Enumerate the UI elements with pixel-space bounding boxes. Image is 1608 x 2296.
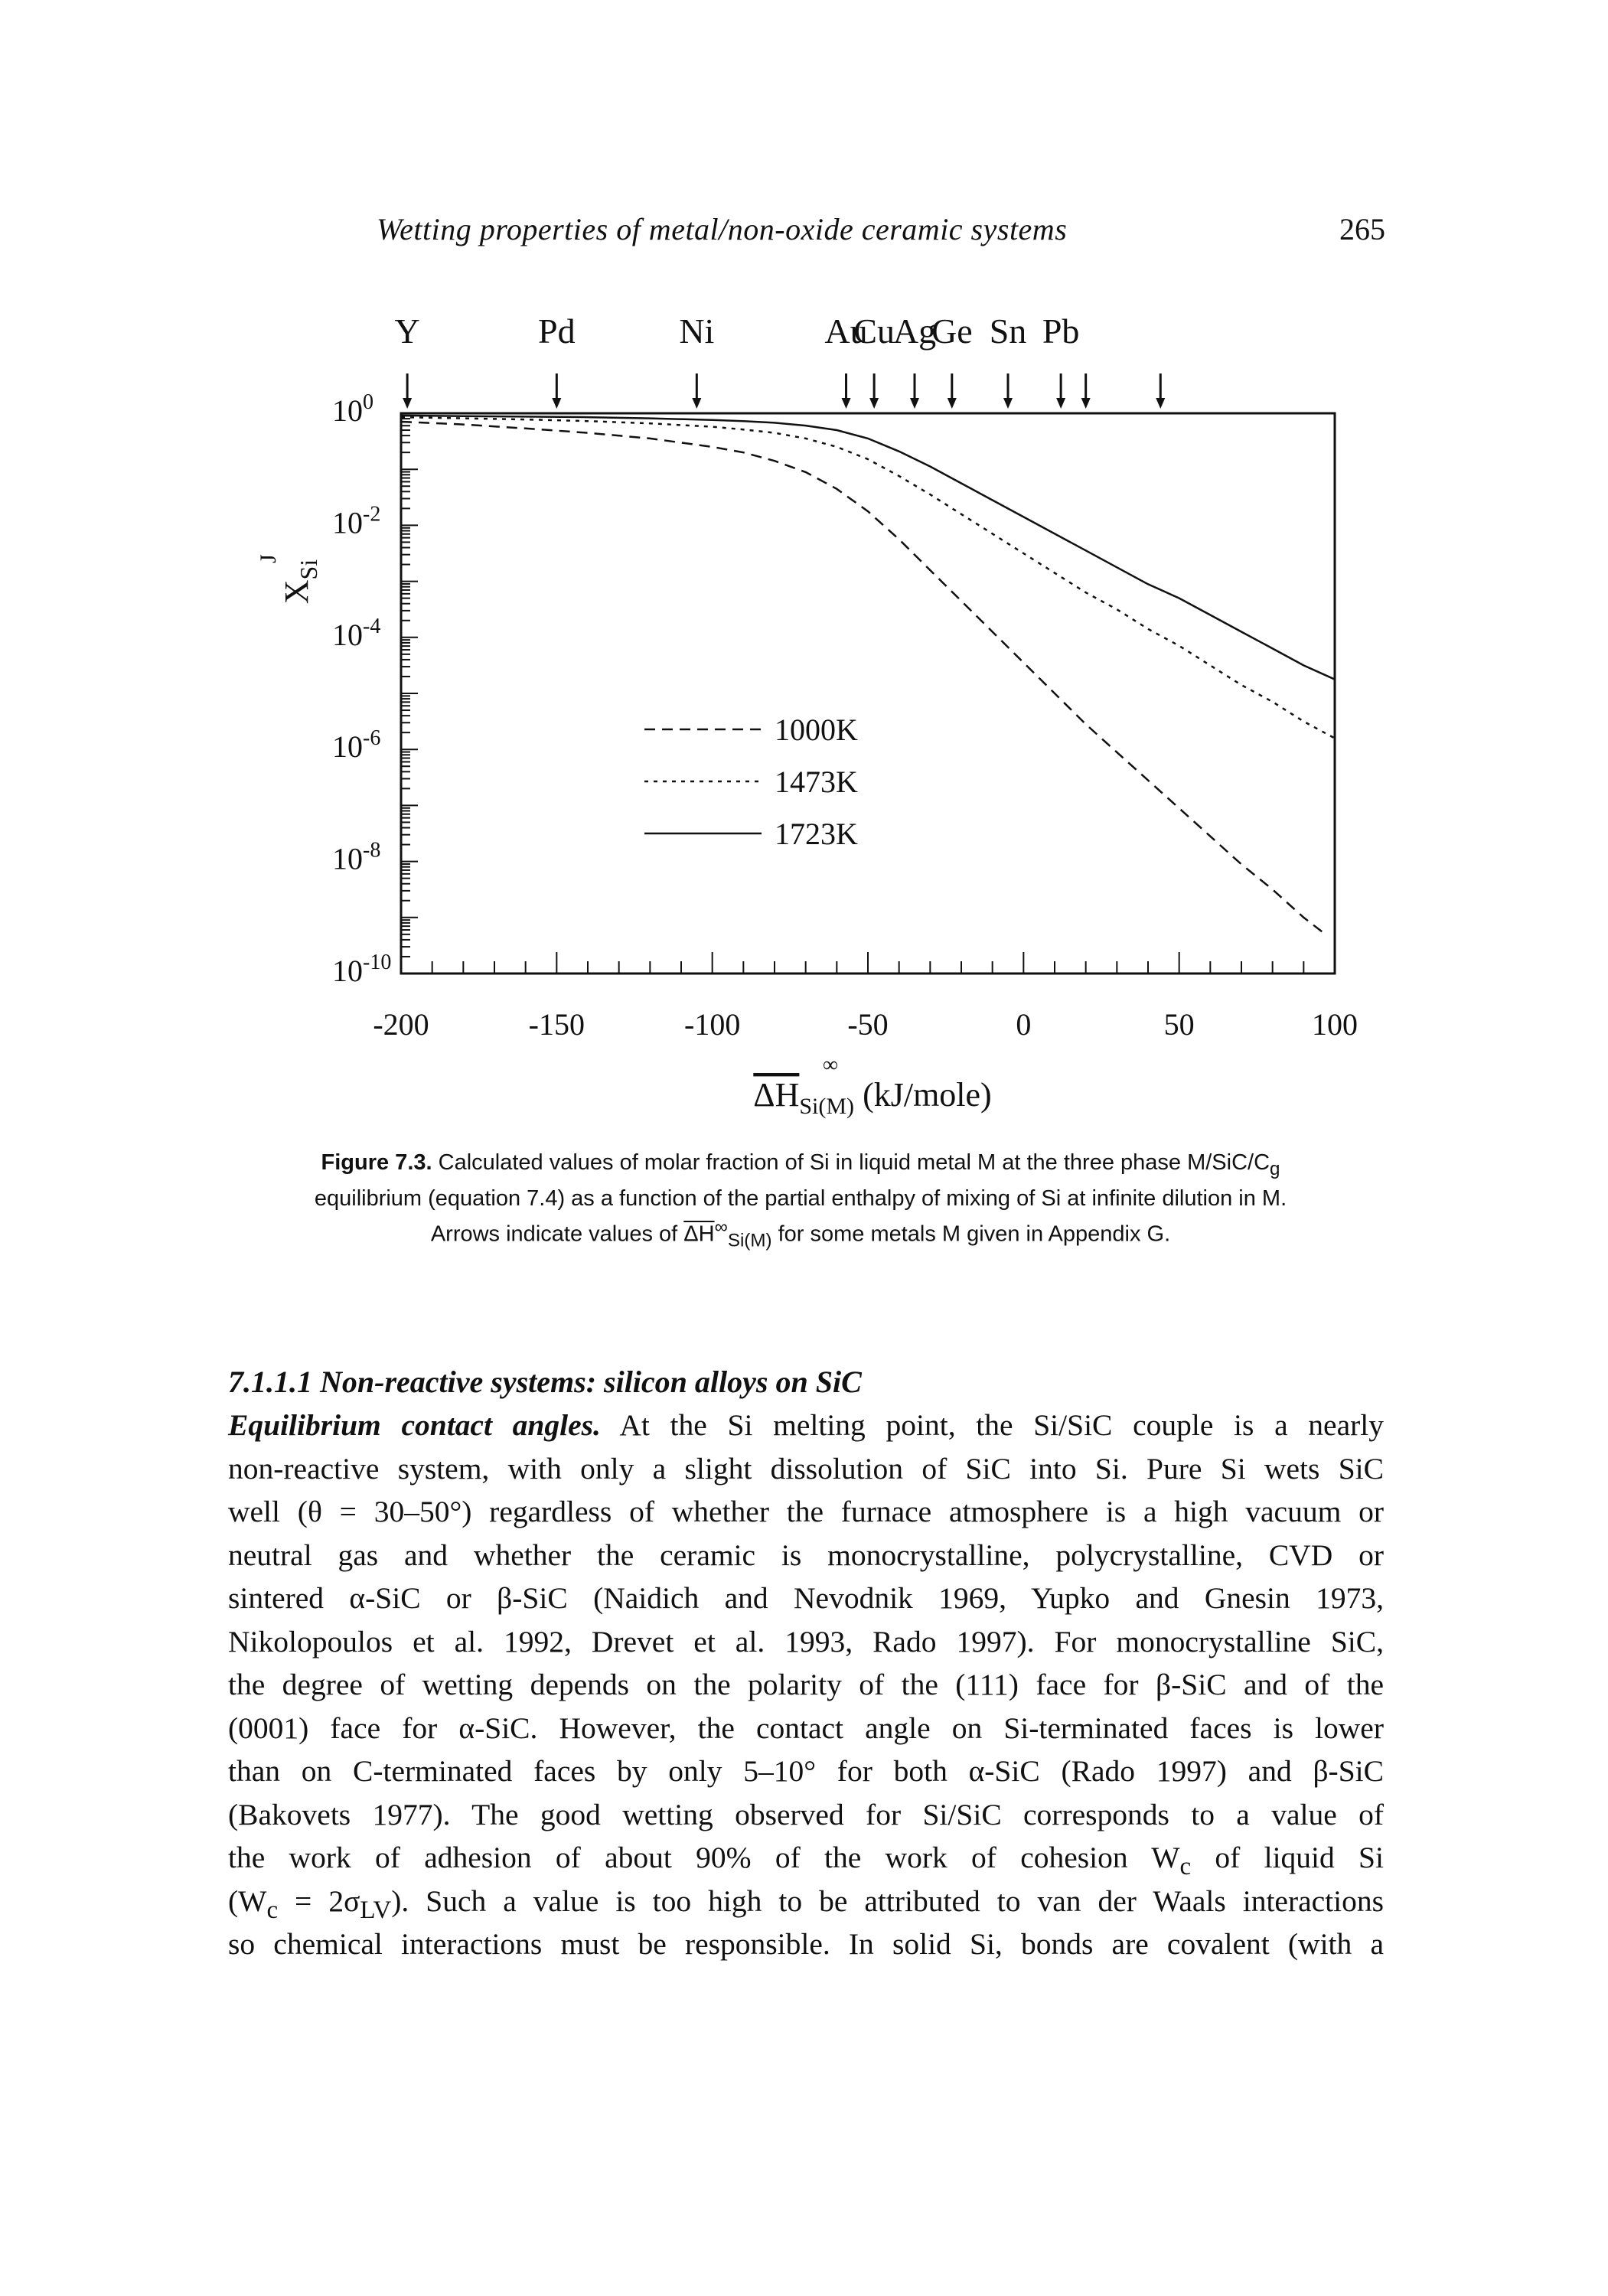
body-line: Nikolopoulos et al. 1992, Drevet et al. … [228,1624,1384,1658]
legend-label: 1723K [775,817,858,851]
plot-area [400,373,1336,975]
series-line [400,420,1326,935]
paragraph-lead: Equilibrium contact angles. [228,1408,601,1442]
arrow-head [947,398,957,409]
arrow-head [1003,398,1013,409]
x-axis-label-sup: ∞ [823,1053,838,1077]
y-axis-label-sup: J [256,554,281,563]
legend-label: 1000K [775,713,858,747]
caption-line-2: equilibrium (equation 7.4) as a function… [314,1186,1287,1211]
body-line: Equilibrium contact angles. At the Si me… [228,1408,1385,1442]
arrow-label: Y [395,311,420,351]
x-tick-label: -100 [684,1007,740,1042]
body-line: non-reactive system, with only a slight … [228,1451,1384,1486]
y-tick-label: 100 [332,390,373,428]
arrow-label: Ni [679,311,714,351]
x-tick-label: 0 [1016,1007,1031,1042]
x-tick-label: -50 [847,1007,888,1042]
arrow-head [910,398,919,409]
body-line: so chemical interactions must be respons… [228,1927,1384,1961]
y-tick-label: 10-2 [332,502,380,540]
arrow-head [1056,398,1066,409]
legend: 1000K 1473K 1723K [644,713,858,851]
arrow-head [552,398,562,409]
running-head: Wetting properties of metal/non-oxide ce… [0,211,1608,257]
body-line: neutral gas and whether the ceramic is m… [228,1538,1384,1572]
body-line: the degree of wetting depends on the pol… [228,1668,1384,1701]
arrow-label: Ge [931,311,973,351]
body-line: (Bakovets 1977). The good wetting observ… [228,1797,1384,1831]
y-axis-label: XSi [278,559,322,605]
series-line [400,414,1336,680]
x-tick-label: -200 [373,1007,429,1042]
arrow-head [692,398,702,409]
legend-label: 1473K [775,765,858,799]
y-tick-label: 10-4 [332,615,380,652]
plot-frame [400,412,1336,975]
section-heading: 7.1.1.1 Non-reactive systems: silicon al… [228,1365,862,1399]
arrow-label: Sn [990,311,1027,351]
arrow-label: Au [824,311,867,351]
arrow-label: Ag [893,311,936,351]
y-tick-label: 10-6 [332,726,380,764]
body-line: (Wc = 2σLV). Such a value is too high to… [228,1883,1384,1924]
arrow-head [841,398,851,409]
body-paragraph: Equilibrium contact angles. At the Si me… [228,1404,1384,1966]
arrow-head [1081,398,1091,409]
caption-line-3: Arrows indicate values of ΔH∞Si(M) for s… [430,1216,1171,1251]
x-tick-label: -150 [529,1007,585,1042]
arrow-label: Pd [538,311,576,351]
x-tick-label: 100 [1312,1007,1358,1042]
body-line: sintered α-SiC or β-SiC (Naidich and Nev… [228,1581,1384,1615]
arrow-head [1156,398,1166,409]
x-axis-label: ΔHSi(M) (kJ/mole) [753,1076,991,1119]
body-line: the work of adhesion of about 90% of the… [228,1841,1384,1880]
axis-labels: 100 10-2 10-4 10-6 10-8 10-10 -200 -150 -100 -50 0… [256,311,1358,1119]
x-tick-label: 50 [1164,1007,1195,1042]
arrow-label: Pb [1042,311,1080,351]
body-line: than on C-terminated faces by only 5–10°… [228,1754,1384,1788]
running-title: Wetting properties of metal/non-oxide ce… [377,212,1068,246]
body-line: (0001) face for α-SiC. However, the cont… [228,1711,1384,1745]
arrow-head [403,398,413,409]
series-line [400,416,1336,739]
y-tick-label: 10-10 [332,951,391,988]
caption-line-1: Figure 7.3. Calculated values of molar f… [321,1150,1280,1179]
figure-caption: Figure 7.3. Calculated values of molar f… [227,1148,1375,1255]
arrow-label: Cu [853,311,895,351]
figure-label: Figure 7.3. [321,1150,432,1175]
body-line: well (θ = 30–50°) regardless of whether … [228,1495,1384,1528]
page-number: 265 [1339,212,1385,246]
y-tick-label: 10-8 [332,839,380,876]
arrow-head [869,398,879,409]
figure-chart: 1000K 1473K 1723K 100 10-2 10-4 10-6 10-8 10-10… [256,311,1358,1119]
